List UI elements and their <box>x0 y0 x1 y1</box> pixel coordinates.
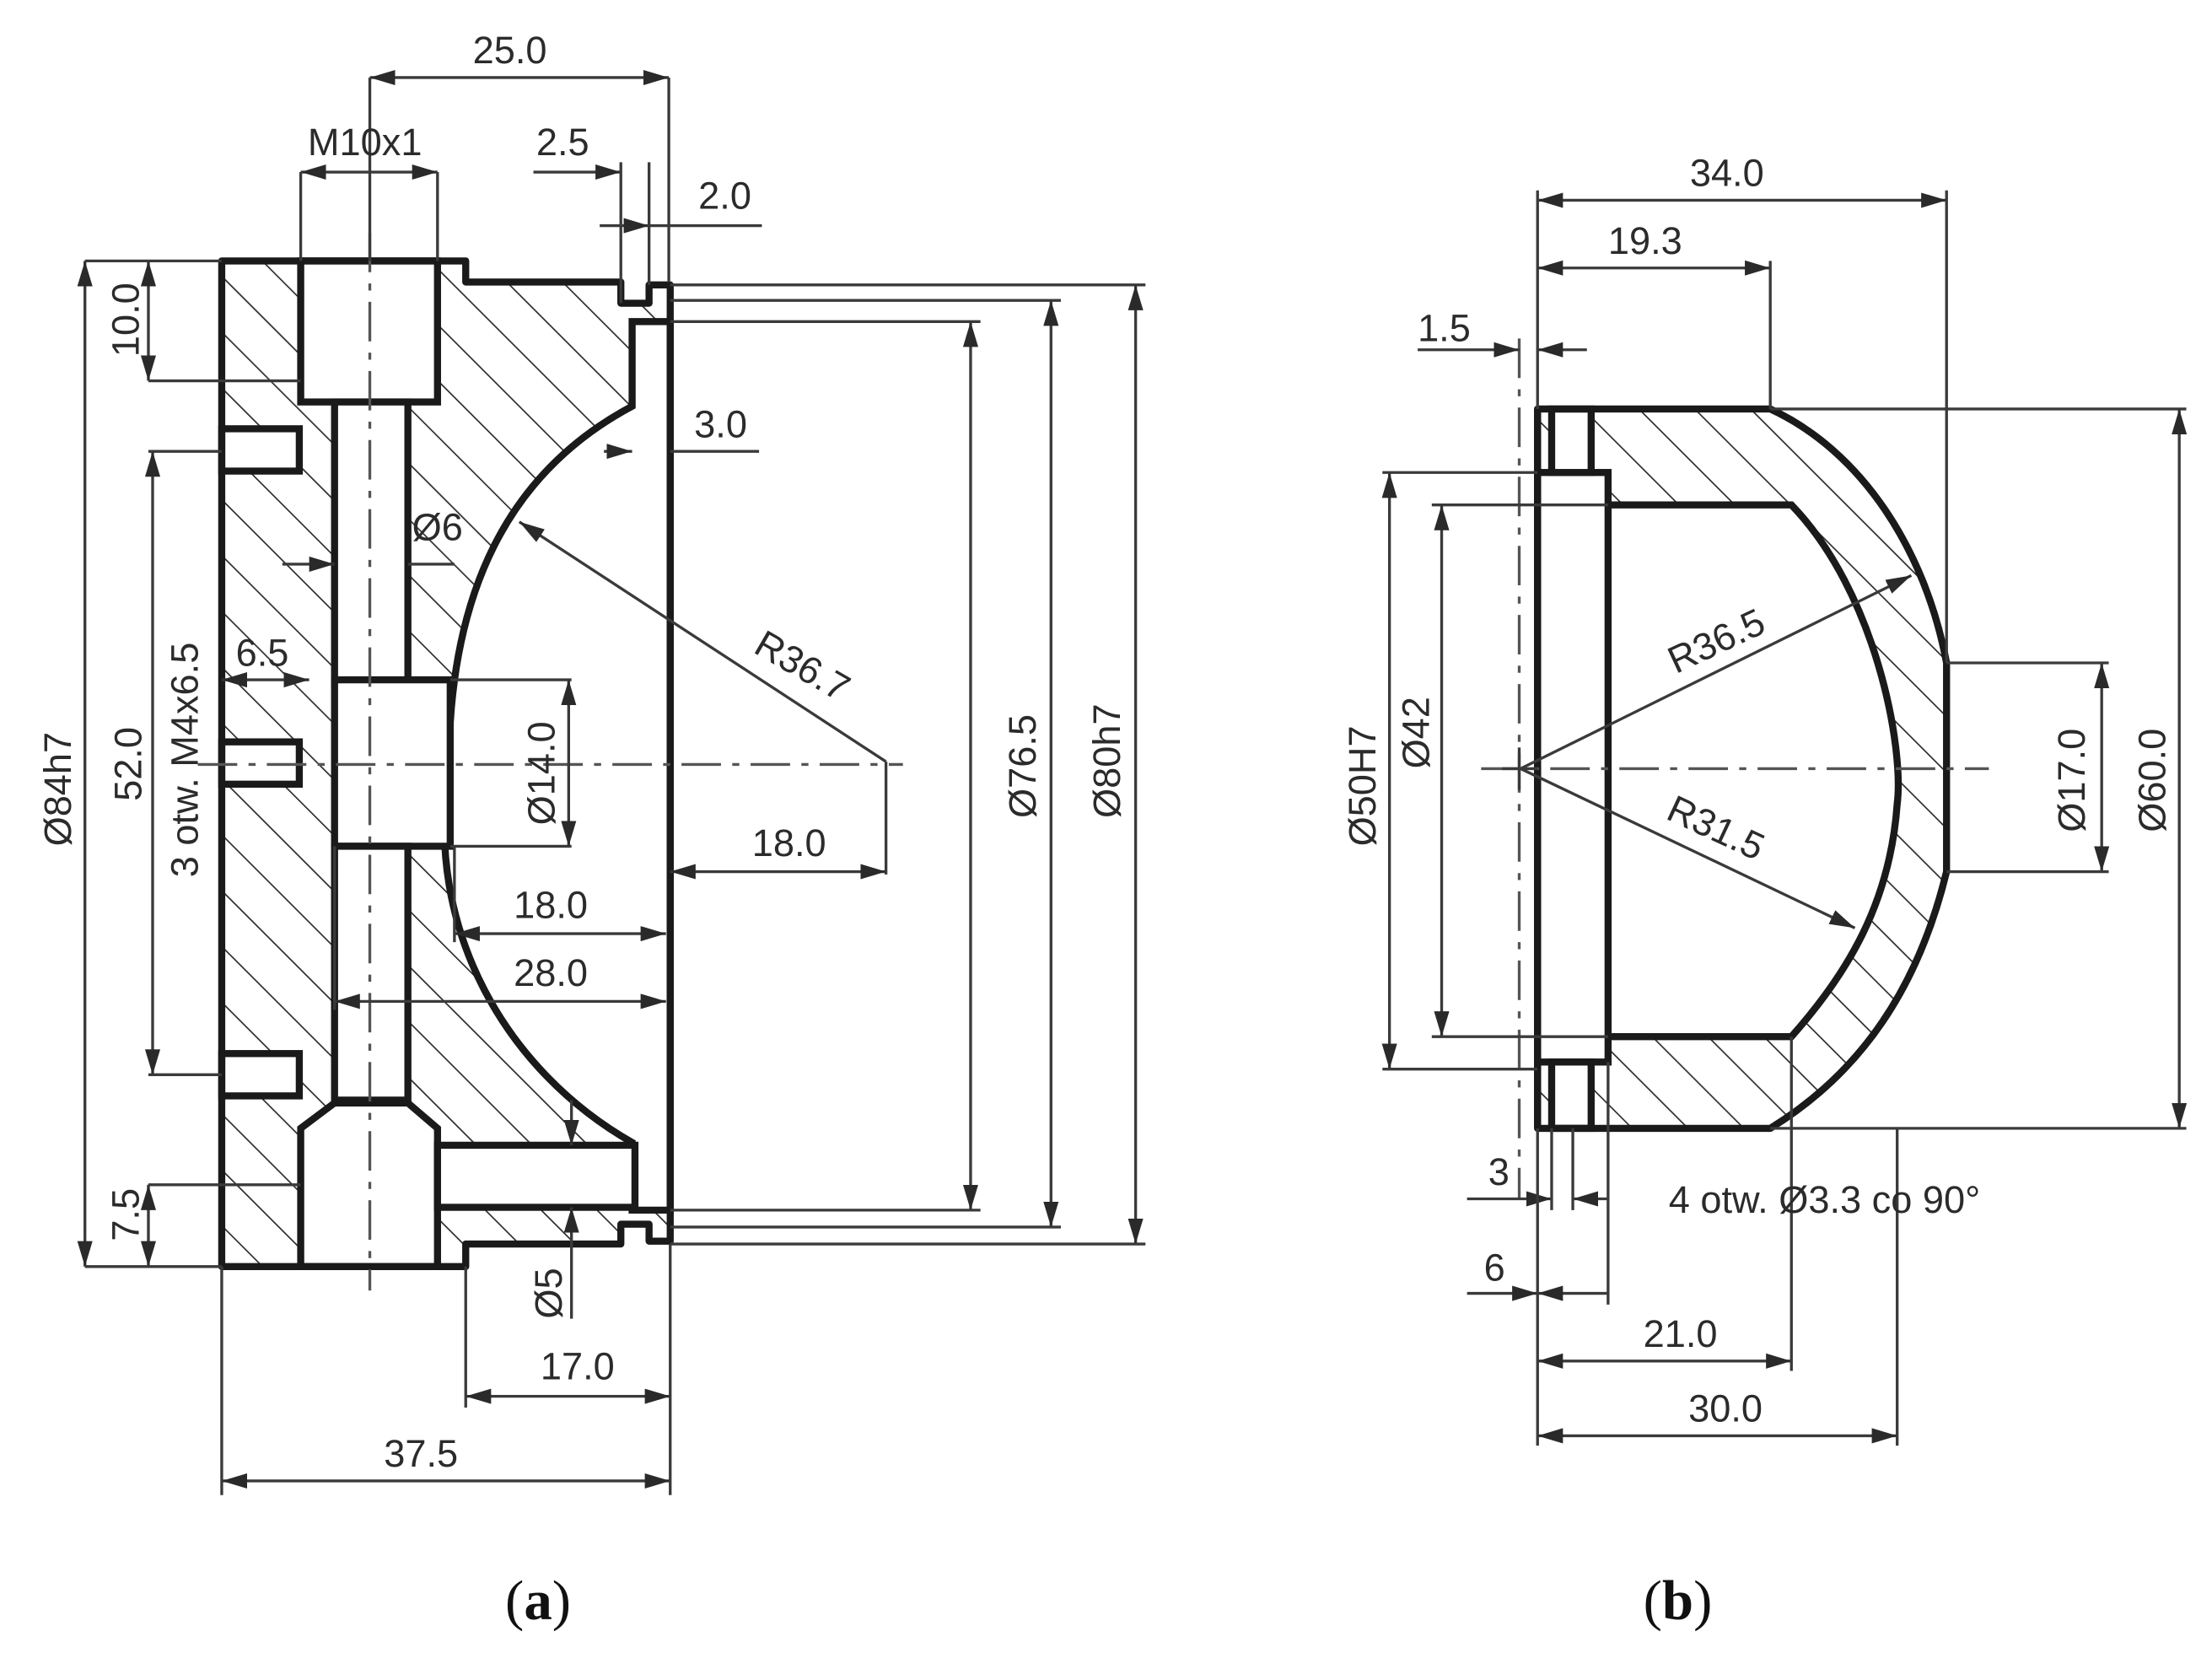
dim-a-offset-radius: 18.0 <box>752 821 826 864</box>
dim-a-radius: R36.7 <box>748 622 858 709</box>
dim-a-lip: 3.0 <box>694 402 747 445</box>
caption-a: (a) <box>505 1570 571 1632</box>
dim-a-hole-small: Ø5 <box>527 1268 570 1318</box>
dim-a-bottom-depth: 7.5 <box>104 1188 147 1241</box>
panel-b-inner-cavity <box>1604 501 1903 1041</box>
dim-a-depth-28: 28.0 <box>514 951 588 994</box>
dim-a-diameter-inner: Ø76.5 <box>1001 714 1044 818</box>
dim-b-diameter-outer: Ø60.0 <box>2130 729 2173 832</box>
panel-b-drawing <box>1481 338 1989 1199</box>
dim-a-bore-center: Ø14.0 <box>520 721 563 825</box>
dim-a-thread: M10x1 <box>308 121 422 164</box>
dim-a-depth-small: 6.5 <box>236 631 289 674</box>
dim-a-depth-18: 18.0 <box>514 884 588 927</box>
dim-a-diameter-fit: Ø80h7 <box>1085 703 1128 818</box>
dim-b-width-total-top: 34.0 <box>1690 152 1764 195</box>
dim-b-step: 1.5 <box>1418 307 1471 350</box>
panel-b-dimension-lines <box>1381 190 2188 1446</box>
panel-b-hole-bottom <box>1547 1058 1595 1133</box>
dim-a-groove-b: 2.0 <box>698 175 751 218</box>
panel-a-outline <box>218 257 674 1270</box>
dim-a-diameter-outer: Ø84h7 <box>36 732 79 847</box>
dim-a-hole-spacing: 52.0 <box>107 727 150 801</box>
dim-a-bore-small: Ø6 <box>412 506 463 549</box>
panel-b-hole-top <box>1547 405 1595 477</box>
dim-a-width-total: 37.5 <box>384 1432 458 1475</box>
dim-a-groove-a: 2.5 <box>536 121 589 164</box>
dim-b-depth-3: 3 <box>1488 1150 1510 1193</box>
panel-a-side-hole-3 <box>218 1050 304 1100</box>
dim-b-diameter-top-hole: Ø17.0 <box>2050 729 2093 832</box>
dim-a-side-holes: 3 otw. M4x6.5 <box>164 643 207 878</box>
panel-a-side-hole-1 <box>218 425 304 475</box>
panel-a-channel-bottom <box>433 1141 639 1211</box>
dim-a-top-depth: 10.0 <box>104 283 147 357</box>
dim-b-depth-6: 6 <box>1484 1246 1505 1289</box>
dim-a-width-top: 25.0 <box>473 29 547 72</box>
dim-b-width-30: 30.0 <box>1688 1387 1763 1430</box>
dim-b-diameter-recess: Ø42 <box>1394 697 1437 768</box>
dim-a-width-17: 17.0 <box>541 1345 615 1388</box>
dim-b-width-19: 19.3 <box>1608 219 1682 262</box>
panel-a-drawing <box>197 232 903 1291</box>
dim-b-holes-note: 4 otw. Ø3.3 co 90° <box>1669 1178 1980 1221</box>
dim-b-diameter-fit: Ø50H7 <box>1341 725 1384 846</box>
panel-a-dimension-texts: 25.0 M10x1 2.5 2.0 10.0 3.0 Ø6 3 otw. M4… <box>36 29 1128 1475</box>
panel-a-dimension-lines <box>77 69 1146 1495</box>
caption-b: (b) <box>1644 1570 1713 1632</box>
dim-b-width-21: 21.0 <box>1644 1312 1718 1355</box>
